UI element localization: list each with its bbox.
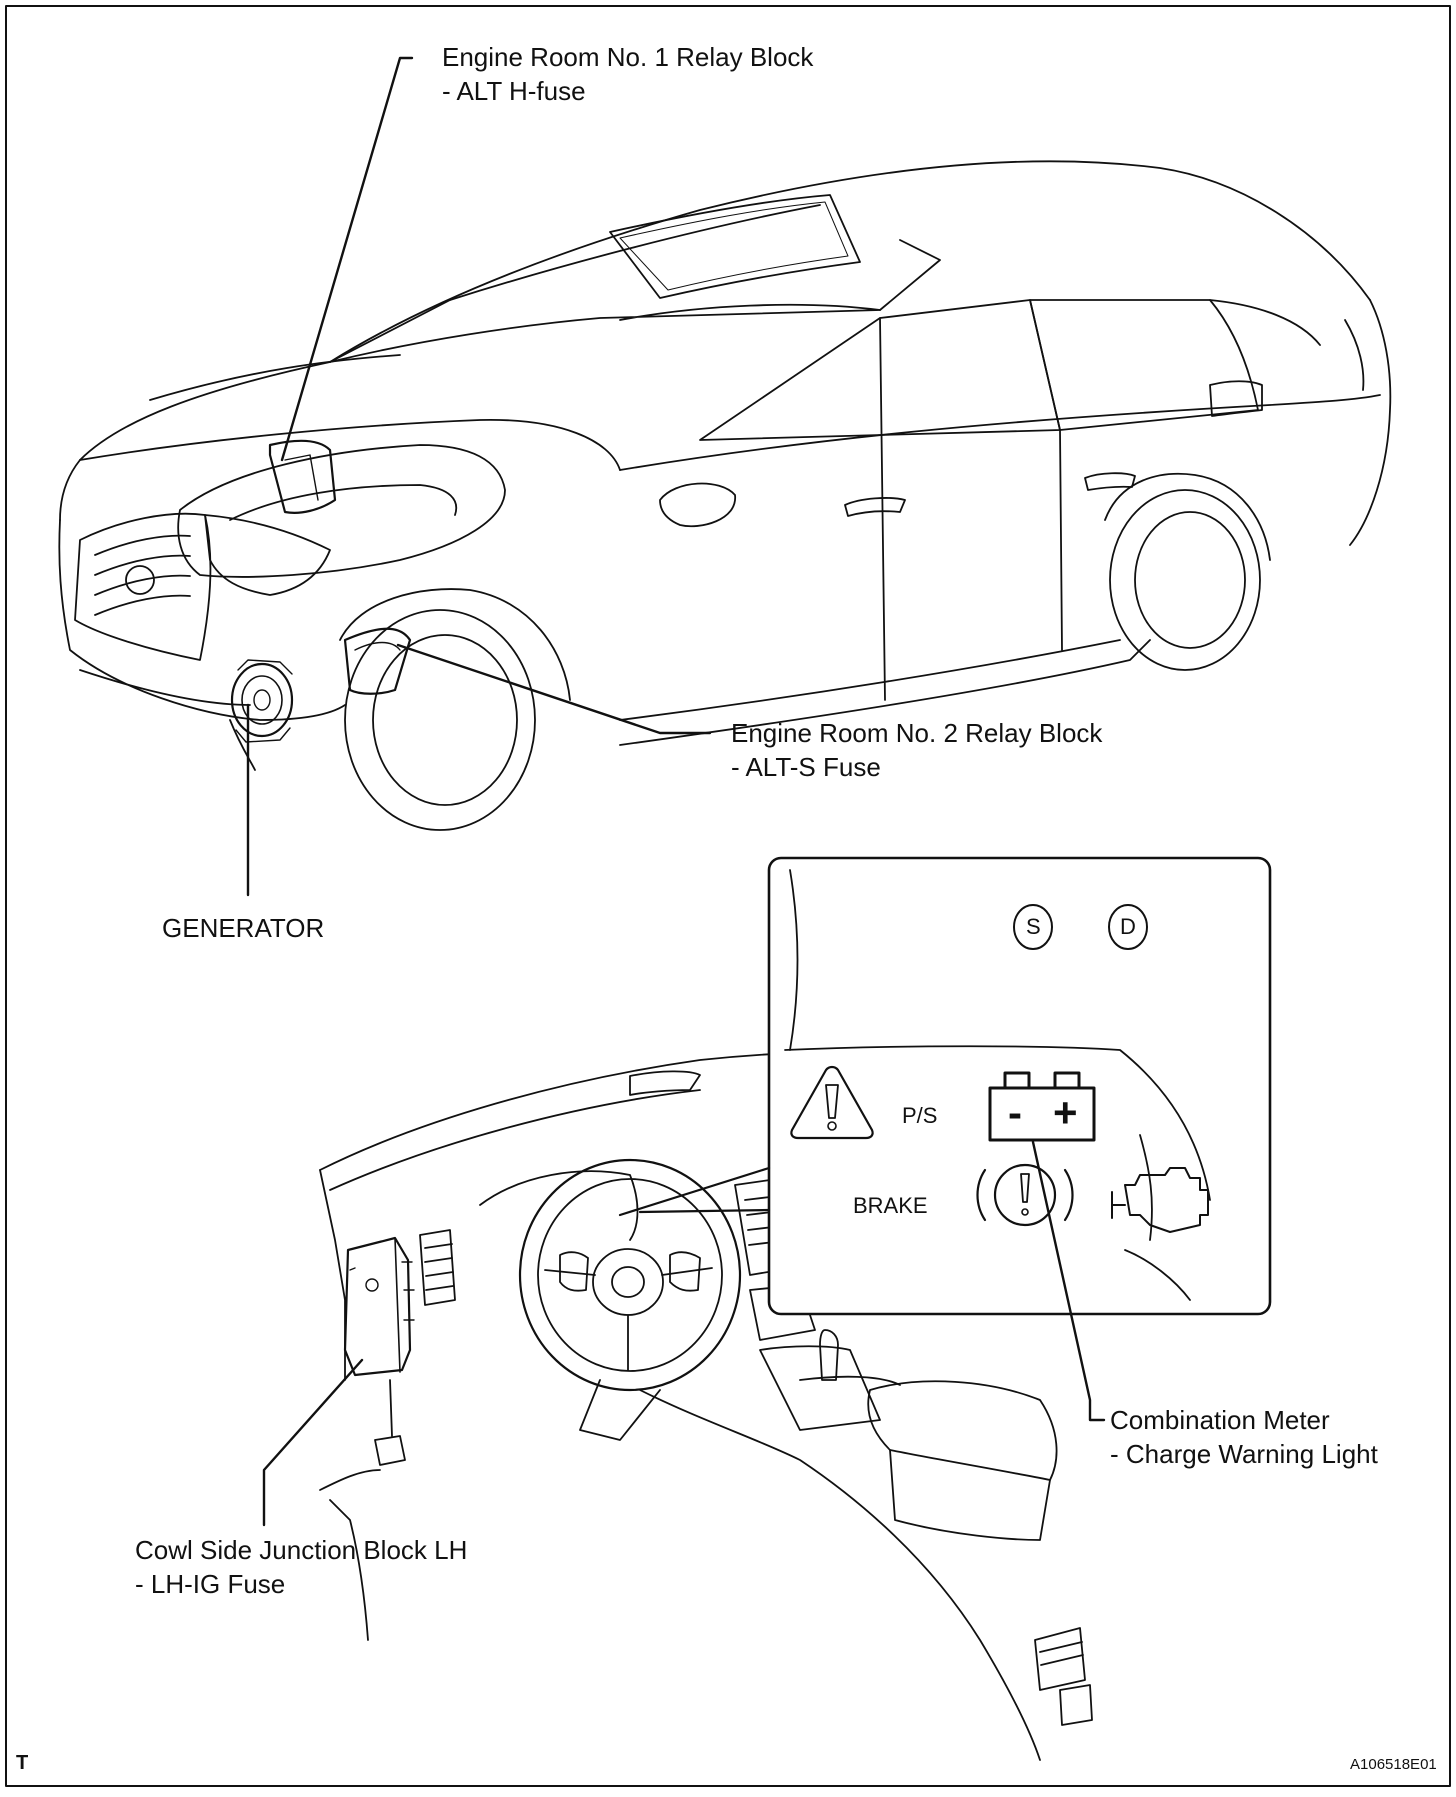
brake-warning-icon <box>976 1163 1074 1227</box>
relay-block-1-name: Engine Room No. 1 Relay Block <box>442 42 814 72</box>
shift-s-circle <box>1013 904 1053 950</box>
leader-cluster-to-inset-lower <box>638 1208 771 1214</box>
figure-id: A106518E01 <box>1350 1756 1437 1773</box>
leader-relay-block-1 <box>280 56 414 462</box>
combination-meter-name: Combination Meter <box>1110 1405 1330 1435</box>
leader-combination-meter <box>1031 1140 1106 1422</box>
battery-minus-label: - <box>1008 1089 1022 1136</box>
generator-label: GENERATOR <box>162 913 325 943</box>
dashboard-illustration <box>319 1050 1101 1761</box>
figure-frame <box>5 5 1451 1787</box>
brake-label: BRAKE <box>853 1193 928 1218</box>
combination-meter-part: - Charge Warning Light <box>1110 1439 1378 1469</box>
relay-block-1-part: - ALT H-fuse <box>442 76 586 106</box>
leader-junction-block <box>262 1358 364 1527</box>
car-illustration <box>58 160 1392 831</box>
warning-triangle-icon <box>790 1065 874 1140</box>
leader-relay-block-2 <box>396 643 712 735</box>
shift-d-label: D <box>1120 914 1136 939</box>
meter-inset-art <box>784 869 1211 1301</box>
leader-cluster-to-inset <box>618 1166 771 1217</box>
generator-illustration <box>230 659 294 743</box>
junction-block-illustration <box>343 1236 415 1377</box>
junction-block-name: Cowl Side Junction Block LH <box>135 1535 468 1565</box>
relay-block-2-part: - ALT-S Fuse <box>731 752 881 782</box>
ps-label: P/S <box>902 1103 938 1128</box>
junction-block-part: - LH-IG Fuse <box>135 1569 286 1599</box>
shift-s-label: S <box>1026 914 1041 939</box>
corner-mark: T <box>16 1752 29 1774</box>
check-engine-icon <box>1111 1167 1209 1233</box>
relay-block-2-name: Engine Room No. 2 Relay Block <box>731 718 1103 748</box>
battery-icon <box>988 1071 1096 1142</box>
shift-d-circle <box>1108 904 1148 950</box>
battery-plus-label: + <box>1053 1089 1078 1136</box>
